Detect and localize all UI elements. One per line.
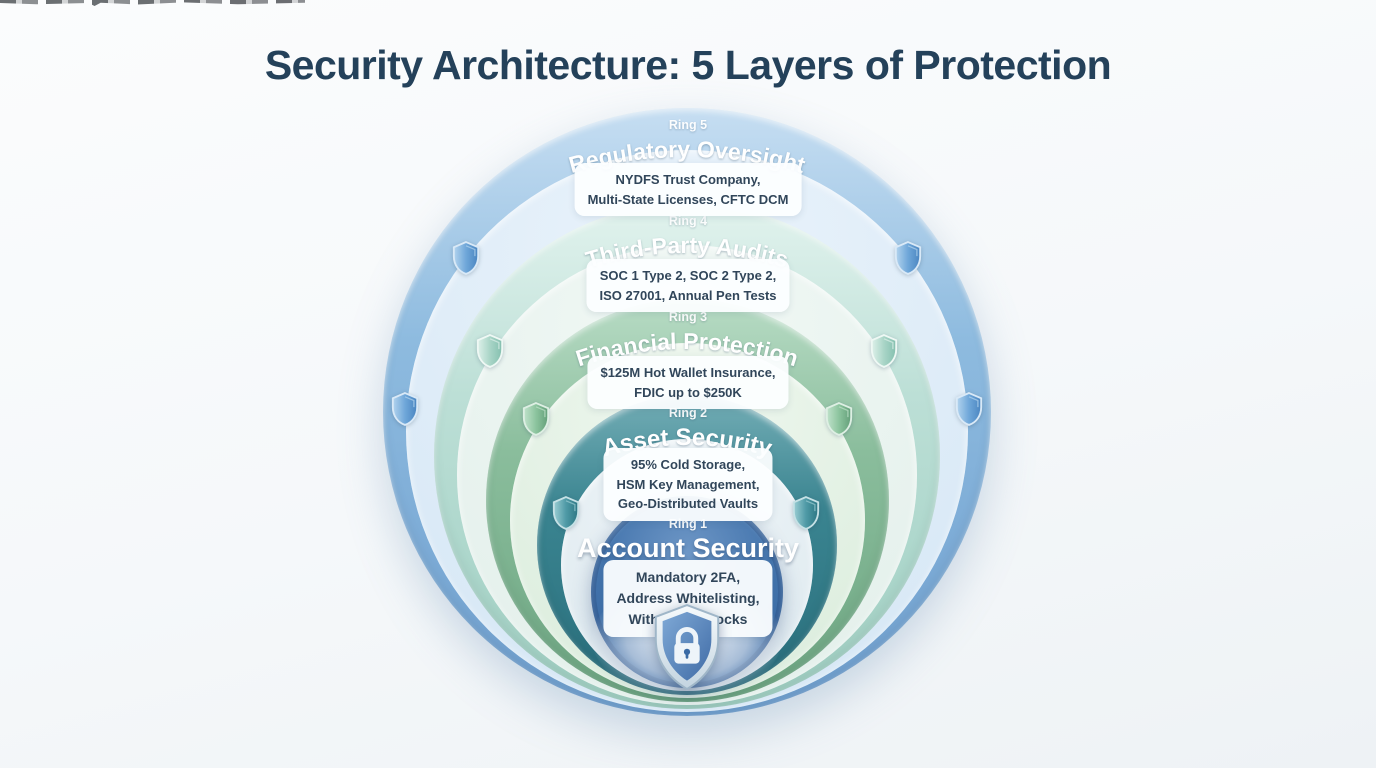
shield-icon	[390, 391, 420, 427]
ring3-label: Ring 3	[668, 310, 708, 324]
shield-icon	[791, 495, 821, 531]
ring2-details-box: 95% Cold Storage, HSM Key Management, Ge…	[603, 448, 773, 521]
ring4-details-box: SOC 1 Type 2, SOC 2 Type 2, ISO 27001, A…	[586, 259, 790, 312]
ring5-details-box: NYDFS Trust Company, Multi-State License…	[574, 163, 802, 216]
top-edge-artifact	[0, 0, 305, 6]
ring5-label: Ring 5	[668, 118, 708, 132]
shield-icon	[551, 495, 581, 531]
ring4-label: Ring 4	[668, 214, 708, 228]
page-title: Security Architecture: 5 Layers of Prote…	[264, 42, 1112, 88]
shield-icon	[475, 333, 505, 369]
shield-icon	[824, 401, 854, 437]
shield-lock-icon	[654, 604, 720, 691]
ring1-title: Account Security	[576, 533, 800, 563]
ring3-details-box: $125M Hot Wallet Insurance, FDIC up to $…	[587, 356, 789, 409]
shield-icon	[451, 240, 481, 276]
ring1-label: Ring 1	[668, 517, 708, 531]
shield-icon	[954, 391, 984, 427]
ring2-label: Ring 2	[668, 406, 708, 420]
shield-icon	[893, 240, 923, 276]
shield-icon	[869, 333, 899, 369]
shield-icon	[521, 401, 551, 437]
